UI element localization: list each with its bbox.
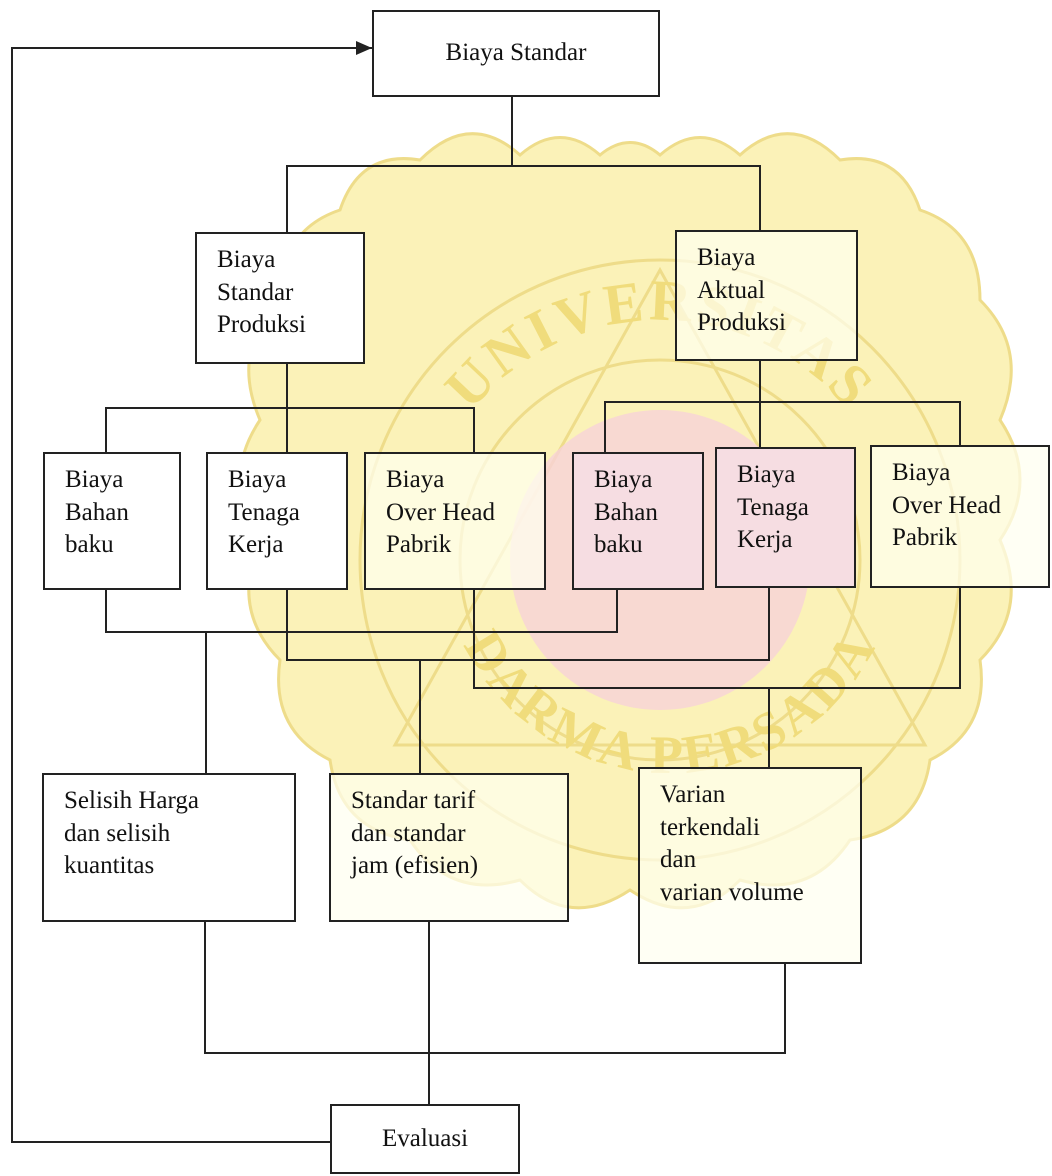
top-branch-line <box>286 96 513 232</box>
act-material-line-2: Bahan <box>594 498 658 526</box>
labor-merge-line <box>286 588 770 661</box>
act-labor-line-1: Biaya <box>737 461 796 488</box>
actual-production-line-1: Biaya <box>697 244 756 271</box>
svg-text:DARMA PERSADA: DARMA PERSADA <box>453 620 888 785</box>
controllable-variance-line-4: varian volume <box>660 878 804 906</box>
std-labor-line-2: Tenaga <box>228 498 300 526</box>
rate-hours-line-2: dan standar <box>351 819 466 847</box>
std-labor-line-3: Kerja <box>228 531 284 558</box>
act-overhead-line-3: Pabrik <box>892 524 958 551</box>
std-overhead-line-3: Pabrik <box>386 531 452 558</box>
actual-production-line-2: Aktual <box>697 276 766 304</box>
act-labor-line-3: Kerja <box>737 526 793 553</box>
act-material-cost-box: Biaya Bahan baku <box>572 452 704 590</box>
actual-production-line-3: Produksi <box>697 309 786 336</box>
std-labor-line-1: Biaya <box>228 466 287 493</box>
price-variance-row-2: dan selisih <box>64 818 296 851</box>
standard-cost-box: Biaya Standar <box>372 10 660 97</box>
standard-production-line-2: Standar <box>217 278 294 306</box>
std-labor-cost-box: Biaya Tenaga Kerja <box>206 452 348 590</box>
overhead-merge-line <box>473 588 961 689</box>
rate-hours-line-1: Standar tarif <box>351 787 476 814</box>
std-material-line-2: Bahan <box>65 498 129 526</box>
price-variance-row-2-right: selisih <box>106 819 171 847</box>
evaluation-label: Evaluasi <box>381 1124 469 1152</box>
rate-hours-standard-box: Standar tarif dan standar jam (efisien) <box>329 773 569 922</box>
price-variance-row-1-right: Harga <box>138 787 199 814</box>
material-merge-line <box>105 590 618 633</box>
std-overhead-line-1: Biaya <box>386 466 445 493</box>
evaluation-box: Evaluasi <box>330 1104 520 1174</box>
controllable-variance-line-3: dan <box>660 846 697 873</box>
act-overhead-cost-box: Biaya Over Head Pabrik <box>870 445 1050 588</box>
price-variance-row-1-left: Selisih <box>64 787 133 814</box>
price-quantity-variance-box: Selisih Harga dan selisih kuantitas <box>42 773 296 922</box>
act-labor-cost-box: Biaya Tenaga Kerja <box>715 447 856 588</box>
standard-production-line-3: Produksi <box>217 311 306 338</box>
controllable-volume-variance-box: Varian terkendali dan varian volume <box>638 767 862 964</box>
standard-cost-label: Biaya Standar <box>445 39 587 67</box>
act-material-line-1: Biaya <box>594 466 653 493</box>
controllable-variance-line-2: terkendali <box>660 813 760 841</box>
standard-production-line-1: Biaya <box>217 246 276 273</box>
std-material-line-1: Biaya <box>65 466 124 493</box>
act-material-line-3: baku <box>594 531 643 558</box>
act-overhead-line-1: Biaya <box>892 459 951 486</box>
std-overhead-cost-box: Biaya Over Head Pabrik <box>364 452 546 590</box>
standard-production-cost-box: Biaya Standar Produksi <box>195 232 365 364</box>
std-overhead-line-2: Over Head <box>386 498 495 526</box>
feedback-arrowhead <box>356 41 372 55</box>
std-material-line-3: baku <box>65 531 114 558</box>
controllable-variance-line-1: Varian <box>660 781 726 808</box>
rate-hours-line-3: jam (efisien) <box>351 852 479 879</box>
std-production-branch-line <box>105 407 475 452</box>
feedback-loop-line <box>11 47 372 1143</box>
act-overhead-line-2: Over Head <box>892 491 1001 519</box>
act-labor-line-2: Tenaga <box>737 493 809 521</box>
price-variance-row-1: Selisih Harga <box>64 785 296 818</box>
std-material-cost-box: Biaya Bahan baku <box>43 452 181 590</box>
actual-production-cost-box: Biaya Aktual Produksi <box>675 230 858 361</box>
top-branch-right-line <box>512 165 761 230</box>
price-variance-row-2-left: dan <box>64 819 101 847</box>
price-variance-row-3: kuantitas <box>64 852 155 879</box>
watermark-arc-bottom-text: DARMA PERSADA <box>453 620 885 785</box>
